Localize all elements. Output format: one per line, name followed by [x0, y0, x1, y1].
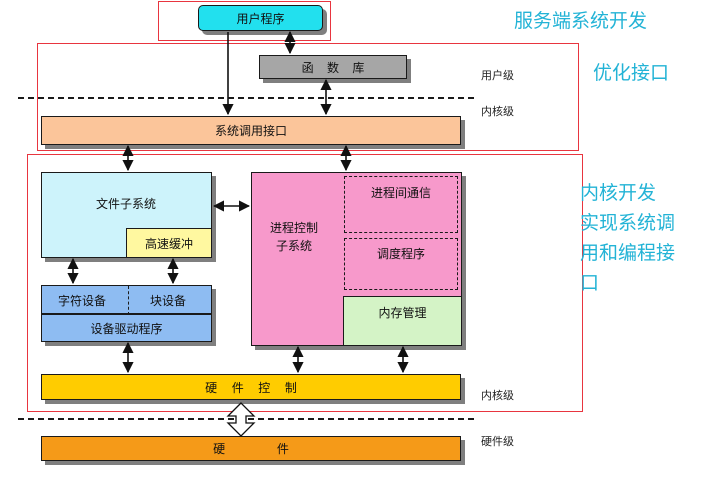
process-control-label: 进程控制 子系统	[270, 221, 319, 253]
char-device-label: 字符设备	[58, 294, 107, 308]
annotation-kernel-dev: 内核开发 实现系统调 用和编程接 口	[580, 182, 676, 294]
syscall-interface-label: 系统调用接口	[214, 124, 287, 138]
user-program-label: 用户程序	[236, 11, 285, 26]
annotation-server-dev: 服务端系统开发	[514, 10, 648, 32]
annotation-optimize: 优化接口	[593, 62, 670, 84]
hardware-control-label: 硬 件 控 制	[205, 380, 297, 395]
file-subsystem-label: 文件子系统	[96, 197, 157, 211]
hardware-control-box: 硬 件 控 制	[41, 374, 461, 400]
user-kernel-divider	[18, 97, 474, 99]
cache-box: 高速缓冲	[126, 228, 212, 258]
cache-label: 高速缓冲	[144, 236, 193, 251]
device-driver-label: 设备驱动程序	[90, 321, 163, 336]
hardware-label: 硬 件	[213, 442, 289, 456]
hollow-double-arrow	[226, 402, 256, 437]
syscall-interface-box: 系统调用接口	[41, 116, 461, 145]
level-kernel-bottom-label: 内核级	[481, 389, 514, 402]
scheduler-label: 调度程序	[376, 247, 425, 261]
memory-management-box: 内存管理	[343, 296, 462, 346]
function-library-box: 函 数 库	[259, 55, 407, 79]
device-driver-box: 设备驱动程序	[41, 314, 212, 342]
ipc-label: 进程间通信	[370, 186, 431, 200]
scheduler-box: 调度程序	[344, 238, 458, 290]
level-hardware-label: 硬件级	[481, 435, 514, 448]
level-user-label: 用户级	[481, 69, 514, 82]
user-space-frame	[158, 1, 331, 41]
level-kernel-top-label: 内核级	[481, 105, 514, 118]
function-library-label: 函 数 库	[301, 60, 365, 75]
block-device-label: 块设备	[150, 294, 187, 308]
char-device-box: 字符设备 块设备	[41, 285, 212, 315]
user-program-box: 用户程序	[198, 5, 323, 31]
memory-management-label: 内存管理	[378, 306, 427, 320]
kernel-frame	[27, 154, 583, 412]
device-divider	[128, 286, 129, 315]
ipc-box: 进程间通信	[344, 176, 458, 233]
hardware-box: 硬 件	[41, 436, 461, 461]
